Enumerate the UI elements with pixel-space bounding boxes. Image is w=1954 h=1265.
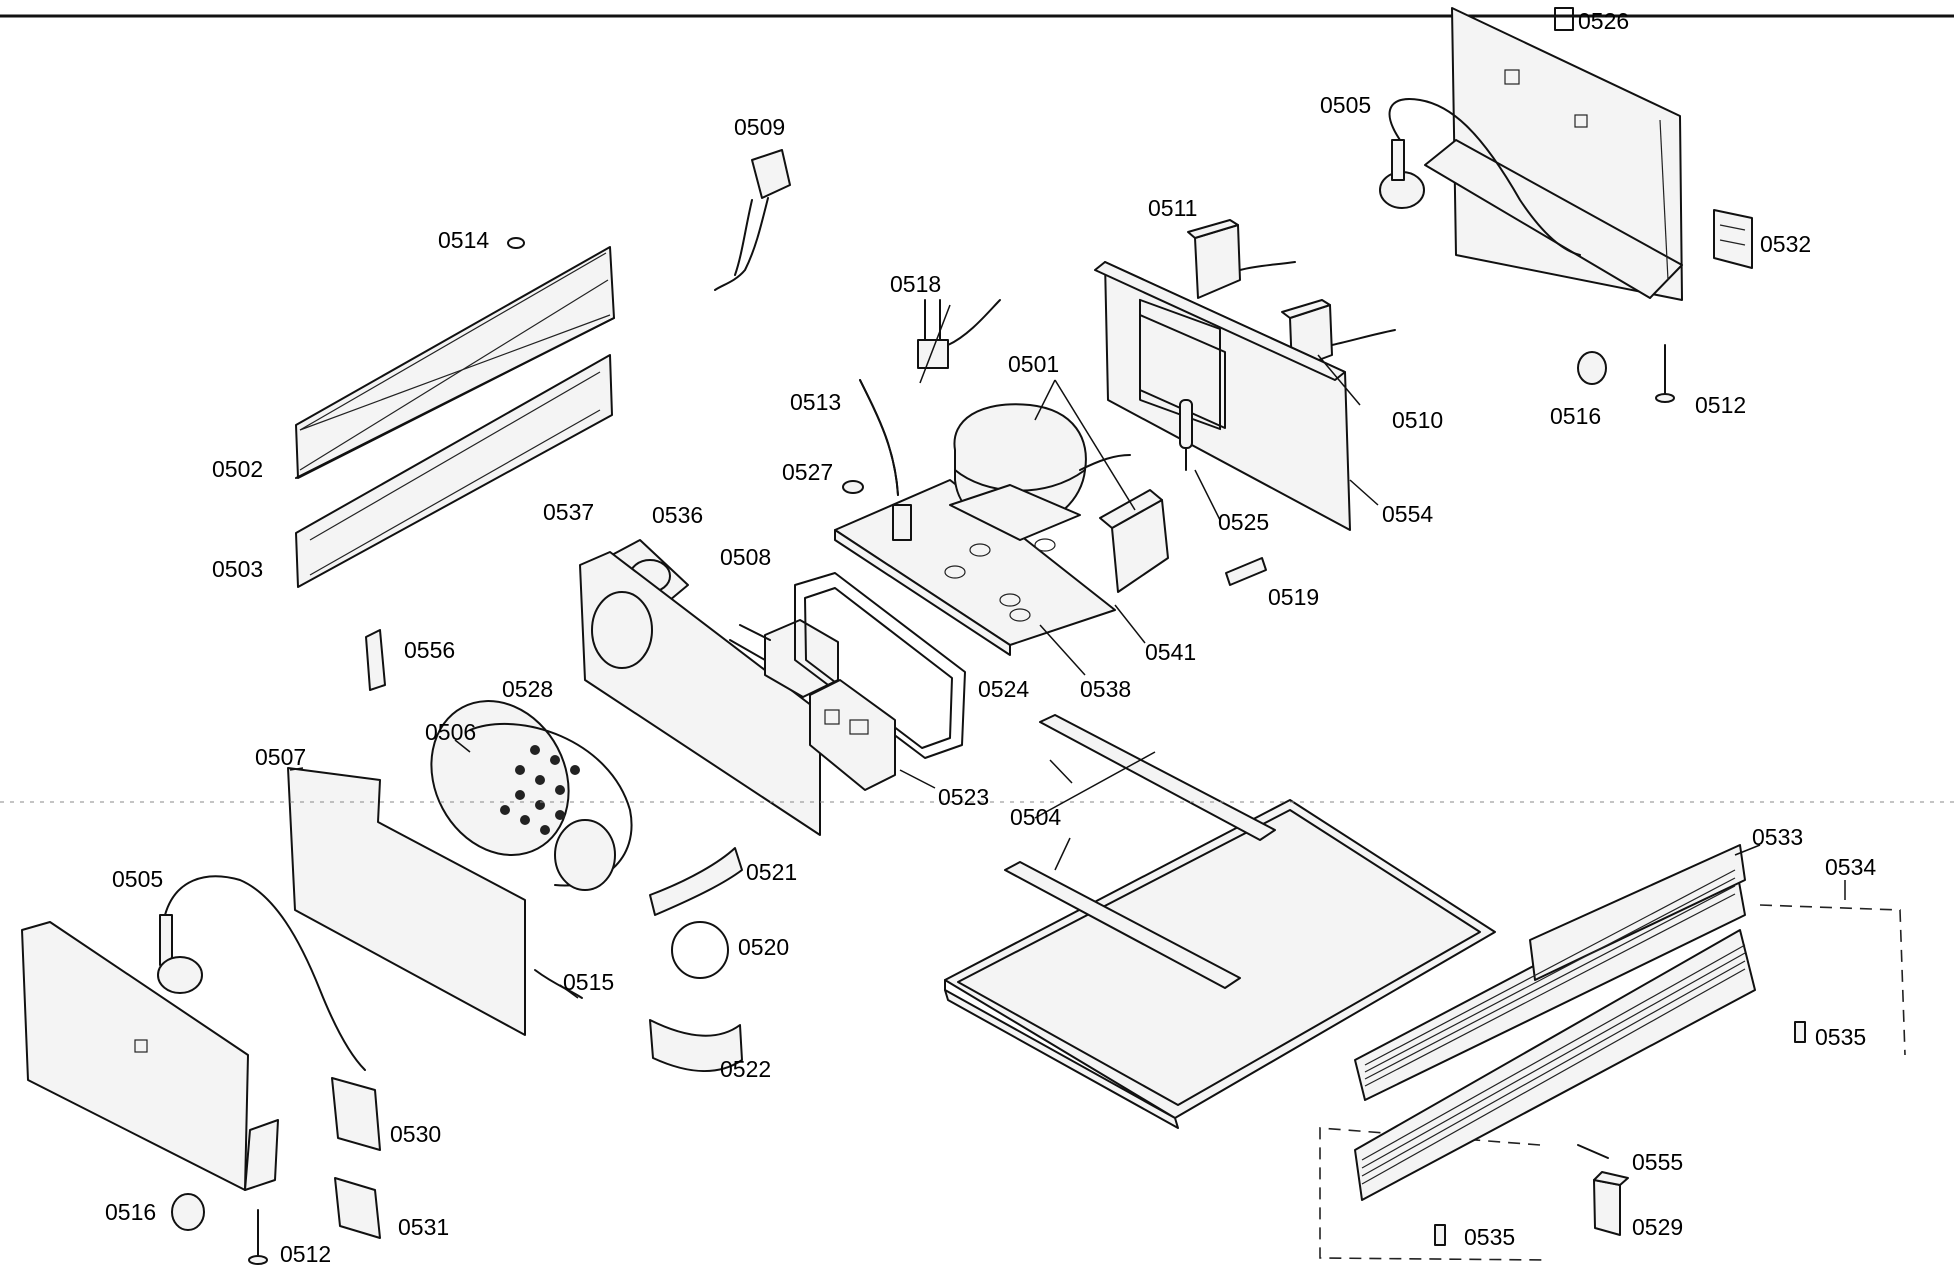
- label-0521: 0521: [746, 859, 797, 885]
- label-0527: 0527: [782, 459, 833, 485]
- front-panel-0502: [295, 246, 615, 479]
- control-panel-0554: [1094, 261, 1351, 531]
- label-0525: 0525: [1218, 509, 1269, 535]
- bracket-0526: [1554, 7, 1574, 31]
- label-0535-right: 0535: [1815, 1024, 1866, 1050]
- label-0520: 0520: [738, 934, 789, 960]
- blower-0506: [430, 700, 633, 891]
- leader-lines: [257, 304, 1846, 1238]
- shroud-top-0521: [649, 847, 743, 916]
- label-0519: 0519: [1268, 584, 1319, 610]
- label-0538: 0538: [1080, 676, 1131, 702]
- label-0524: 0524: [978, 676, 1029, 702]
- kickplate-0533: [1354, 844, 1746, 1101]
- shroud-bottom-0522: [649, 1019, 743, 1072]
- label-0513: 0513: [790, 389, 841, 415]
- label-0501: 0501: [1008, 351, 1059, 377]
- baffle-0507: [287, 767, 526, 1036]
- label-0504: 0504: [1010, 804, 1061, 830]
- terminal-strip-0519: [1225, 557, 1267, 586]
- clip-0535-bottom: [1434, 1224, 1446, 1246]
- label-0502: 0502: [212, 456, 263, 482]
- clip-0535-right: [1794, 1021, 1806, 1043]
- control-board-0523: [809, 679, 896, 791]
- label-0526: 0526: [1578, 8, 1629, 34]
- label-0533: 0533: [1752, 824, 1803, 850]
- lower-panel-0503: [295, 354, 613, 588]
- label-0503: 0503: [212, 556, 263, 582]
- base-tray-0504: [944, 799, 1496, 1129]
- relay-box-0511: [1187, 219, 1296, 299]
- power-cord-0509: [714, 149, 791, 291]
- bracket-0532: [1713, 209, 1753, 269]
- relay-cover-0541: [1099, 489, 1169, 593]
- grommet-0527: [842, 480, 864, 494]
- side-panel-0528: [579, 551, 821, 836]
- grille-group-0534: [1319, 904, 1906, 1261]
- label-0507: 0507: [255, 744, 306, 770]
- label-0508: 0508: [720, 544, 771, 570]
- rear-housing-panel: [1424, 7, 1683, 301]
- label-0555: 0555: [1632, 1149, 1683, 1175]
- label-0535-bottom: 0535: [1464, 1224, 1515, 1250]
- gasket-frame-0524: [794, 572, 966, 759]
- bracket-0529: [1593, 1171, 1629, 1236]
- part-labels: 0526 0509 0505 0532 0514 0511 0518 0501 …: [105, 8, 1876, 1265]
- label-0532: 0532: [1760, 231, 1811, 257]
- compressor-0501: [949, 403, 1131, 541]
- label-0516-bottom: 0516: [105, 1199, 156, 1225]
- bracket-0556: [365, 629, 386, 691]
- bolt-0512-top: [1655, 344, 1675, 403]
- label-0534: 0534: [1825, 854, 1876, 880]
- hose-0513: [859, 379, 899, 496]
- caster-cable-0505-top: [1379, 98, 1581, 256]
- label-0512-bottom: 0512: [280, 1241, 331, 1265]
- rail-0504-lower: [1004, 861, 1241, 989]
- rail-0504-upper: [1039, 714, 1276, 841]
- start-relay-0518: [917, 299, 1001, 369]
- label-0514: 0514: [438, 227, 489, 253]
- label-0522: 0522: [720, 1056, 771, 1082]
- label-0511: 0511: [1148, 195, 1197, 221]
- label-0529: 0529: [1632, 1214, 1683, 1240]
- label-0537: 0537: [543, 499, 594, 525]
- wheel-0516-top: [1577, 351, 1607, 385]
- label-0528: 0528: [502, 676, 553, 702]
- label-0509: 0509: [734, 114, 785, 140]
- compressor-base-plate: [834, 479, 1116, 656]
- bracket-0531: [334, 1177, 381, 1239]
- caster-cable-0505-bottom: [157, 875, 366, 1071]
- strip-0555: [1577, 1144, 1609, 1159]
- label-0518: 0518: [890, 271, 941, 297]
- label-0516-top: 0516: [1550, 403, 1601, 429]
- label-0530: 0530: [390, 1121, 441, 1147]
- wheel-0516-bottom: [171, 1193, 205, 1231]
- label-0541: 0541: [1145, 639, 1196, 665]
- clip-0514: [507, 237, 525, 249]
- bracket-0530: [331, 1077, 381, 1151]
- label-0512-top: 0512: [1695, 392, 1746, 418]
- label-0554: 0554: [1382, 501, 1433, 527]
- label-0515: 0515: [563, 969, 614, 995]
- label-0510: 0510: [1392, 407, 1443, 433]
- side-housing-panel-left: [21, 921, 279, 1191]
- label-0523: 0523: [938, 784, 989, 810]
- label-0536: 0536: [652, 502, 703, 528]
- fan-ring-0520: [671, 921, 729, 979]
- label-0505-top: 0505: [1320, 92, 1371, 118]
- label-0556: 0556: [404, 637, 455, 663]
- hose-0513-inner: [859, 379, 899, 496]
- label-0506: 0506: [425, 719, 476, 745]
- label-0505-bottom: 0505: [112, 866, 163, 892]
- label-0531: 0531: [398, 1214, 449, 1240]
- sensor-0525: [1179, 399, 1193, 471]
